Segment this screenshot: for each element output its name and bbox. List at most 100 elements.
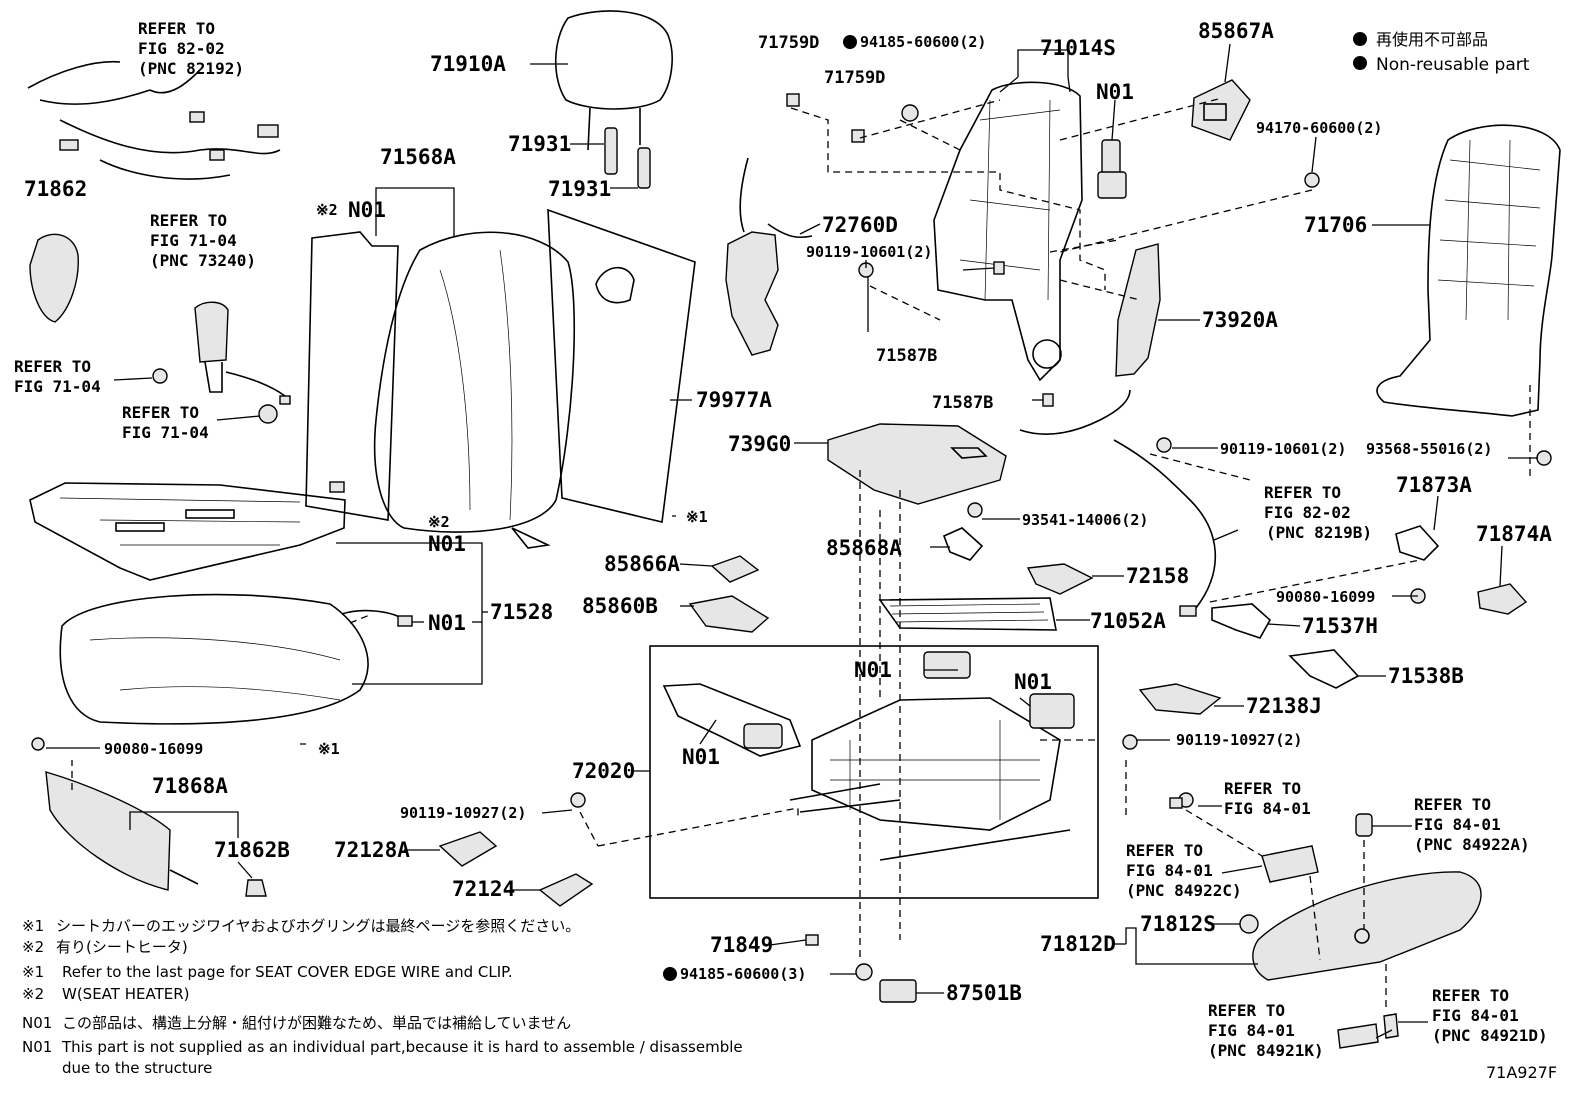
label-71849: 71849 xyxy=(710,933,773,957)
label-71868A: 71868A xyxy=(152,774,228,798)
label-90119-10927-left: 90119-10927(2) xyxy=(400,804,526,822)
legend: 再使用不可部品 Non-reusable part xyxy=(1353,30,1530,75)
label-85860B: 85860B xyxy=(582,594,658,618)
label-90119-10601-b: 90119-10601(2) xyxy=(1220,440,1346,458)
adjuster-box xyxy=(649,645,1099,899)
svg-text:REFER TO: REFER TO xyxy=(122,403,199,422)
label-94170: 94170-60600(2) xyxy=(1256,119,1382,137)
ref-fig-84-01-pnc-84921k: REFER TO FIG 84-01 (PNC 84921K) xyxy=(1208,1001,1324,1060)
label-94185-bottom: 94185-60600(3) xyxy=(680,965,806,983)
heater-connector-drawing xyxy=(341,609,413,627)
part-72124-drawing xyxy=(538,873,594,907)
note-3-mark: ※1 xyxy=(22,963,44,981)
svg-text:REFER TO: REFER TO xyxy=(1432,986,1509,1005)
label-motor-n01-1: N01 xyxy=(854,658,892,682)
svg-text:(PNC 73240): (PNC 73240) xyxy=(150,251,256,270)
svg-text:REFER TO: REFER TO xyxy=(1264,483,1341,502)
ref-fig-84-01-pnc-84922a: REFER TO FIG 84-01 (PNC 84922A) xyxy=(1414,795,1530,854)
cushion-heater-mat-drawing xyxy=(29,481,346,581)
part-72128A-drawing xyxy=(438,831,498,867)
label-71587B-a: 71587B xyxy=(876,346,937,366)
note-2-text: 有り(シートヒータ) xyxy=(56,938,188,956)
part-71874A-drawing xyxy=(1477,583,1528,615)
label-71568A-n01: N01 xyxy=(348,198,386,222)
label-71812S: 71812S xyxy=(1140,912,1216,936)
label-72158: 72158 xyxy=(1126,564,1189,588)
note-6-text: This part is not supplied as an individu… xyxy=(61,1038,743,1056)
non-reusable-mark-icon xyxy=(663,967,677,981)
label-90080-right: 90080-16099 xyxy=(1276,588,1375,606)
label-72138J: 72138J xyxy=(1246,694,1322,718)
label-71910A: 71910A xyxy=(430,52,506,76)
ref-fig-84-01-pnc-84922c: REFER TO FIG 84-01 (PNC 84922C) xyxy=(1126,841,1242,900)
note-3-text: Refer to the last page for SEAT COVER ED… xyxy=(62,963,513,981)
label-90119-10601-a: 90119-10601(2) xyxy=(806,243,932,261)
diagram-id: 71A927F xyxy=(1486,1063,1557,1082)
svg-text:FIG 84-01: FIG 84-01 xyxy=(1432,1006,1519,1025)
ref-fig-82-02-pnc-8219b: REFER TO FIG 82-02 (PNC 8219B) xyxy=(1264,483,1372,542)
ref-fig-71-04-a: REFER TO FIG 71-04 xyxy=(14,357,101,396)
label-739G0: 739G0 xyxy=(728,432,791,456)
svg-text:FIG 71-04: FIG 71-04 xyxy=(150,231,237,250)
label-93541: 93541-14006(2) xyxy=(1022,511,1148,529)
part-739G0-drawing xyxy=(827,423,1007,505)
label-71568A: 71568A xyxy=(380,145,456,169)
label-71528-n01-b: N01 xyxy=(428,611,466,635)
ref-fig-82-02-pnc-82192: REFER TO FIG 82-02 (PNC 82192) xyxy=(138,19,244,78)
svg-text:(PNC 84922C): (PNC 84922C) xyxy=(1126,881,1242,900)
label-87501B: 87501B xyxy=(946,981,1022,1005)
footnotes: ※1 シートカバーのエッジワイヤおよびホグリングは最終ページを参照ください。 ※… xyxy=(22,917,743,1077)
note-7-text: due to the structure xyxy=(62,1059,212,1077)
label-71014S: 71014S xyxy=(1040,36,1116,60)
svg-text:FIG 84-01: FIG 84-01 xyxy=(1224,799,1311,818)
label-85867A: 85867A xyxy=(1198,19,1274,43)
note-4-mark: ※2 xyxy=(22,985,44,1003)
label-71568A-mark2: ※2 xyxy=(316,201,338,219)
svg-text:(PNC 84921D): (PNC 84921D) xyxy=(1432,1026,1548,1045)
headrest-guides-drawing xyxy=(604,127,651,189)
label-72020: 72020 xyxy=(572,759,635,783)
note-4-text: W(SEAT HEATER) xyxy=(62,985,189,1003)
dashed-lines xyxy=(71,97,1531,1010)
svg-text:FIG 71-04: FIG 71-04 xyxy=(14,377,101,396)
part-85867A-drawing xyxy=(1191,79,1251,141)
label-71528-mark2: ※2 xyxy=(428,513,450,531)
label-71538B: 71538B xyxy=(1388,664,1464,688)
label-71528-n01-a: N01 xyxy=(428,532,466,556)
label-71862: 71862 xyxy=(24,177,87,201)
part-labels: 71910A 71931 71931 71568A N01 ※2 71862 7… xyxy=(24,19,1552,1005)
headrest-drawing xyxy=(554,10,673,151)
part-85868A-drawing xyxy=(942,527,984,561)
back-board-drawing xyxy=(547,208,696,523)
label-motor-n01-2: N01 xyxy=(1014,670,1052,694)
note-1-mark: ※1 xyxy=(22,917,44,935)
label-72760D: 72760D xyxy=(822,213,898,237)
part-85860B-drawing xyxy=(688,595,770,633)
seat-back-cover-drawing xyxy=(1376,124,1561,417)
back-heater-drawing xyxy=(305,231,399,521)
cushion-pad-drawing xyxy=(59,593,369,725)
part-71537H-drawing xyxy=(1211,603,1272,639)
svg-text:REFER TO: REFER TO xyxy=(14,357,91,376)
svg-text:FIG 82-02: FIG 82-02 xyxy=(138,39,225,58)
buckle-drawing xyxy=(152,301,291,424)
label-71931-a: 71931 xyxy=(508,132,571,156)
svg-text:(PNC 82192): (PNC 82192) xyxy=(138,59,244,78)
part-87501B-drawing xyxy=(879,979,917,1003)
label-71759D-b: 71759D xyxy=(824,68,885,88)
ref-fig-71-04-b: REFER TO FIG 71-04 xyxy=(122,403,209,442)
svg-text:FIG 71-04: FIG 71-04 xyxy=(122,423,209,442)
ref-fig-71-04-pnc-73240: REFER TO FIG 71-04 (PNC 73240) xyxy=(150,211,256,270)
reference-blocks: REFER TO FIG 82-02 (PNC 82192) REFER TO … xyxy=(14,19,1548,1060)
label-79977A: 79977A xyxy=(696,388,772,412)
label-71873A: 71873A xyxy=(1396,473,1472,497)
part-72760D-drawing xyxy=(725,157,813,356)
fasteners-drawing xyxy=(570,93,1552,981)
svg-text:REFER TO: REFER TO xyxy=(1126,841,1203,860)
switch-parts-drawing xyxy=(1169,797,1399,1049)
part-71538B-drawing xyxy=(1288,649,1360,689)
label-71931-b: 71931 xyxy=(548,177,611,201)
label-85868A: 85868A xyxy=(826,536,902,560)
ref-fig-84-01-pnc-84921d: REFER TO FIG 84-01 (PNC 84921D) xyxy=(1432,986,1548,1045)
